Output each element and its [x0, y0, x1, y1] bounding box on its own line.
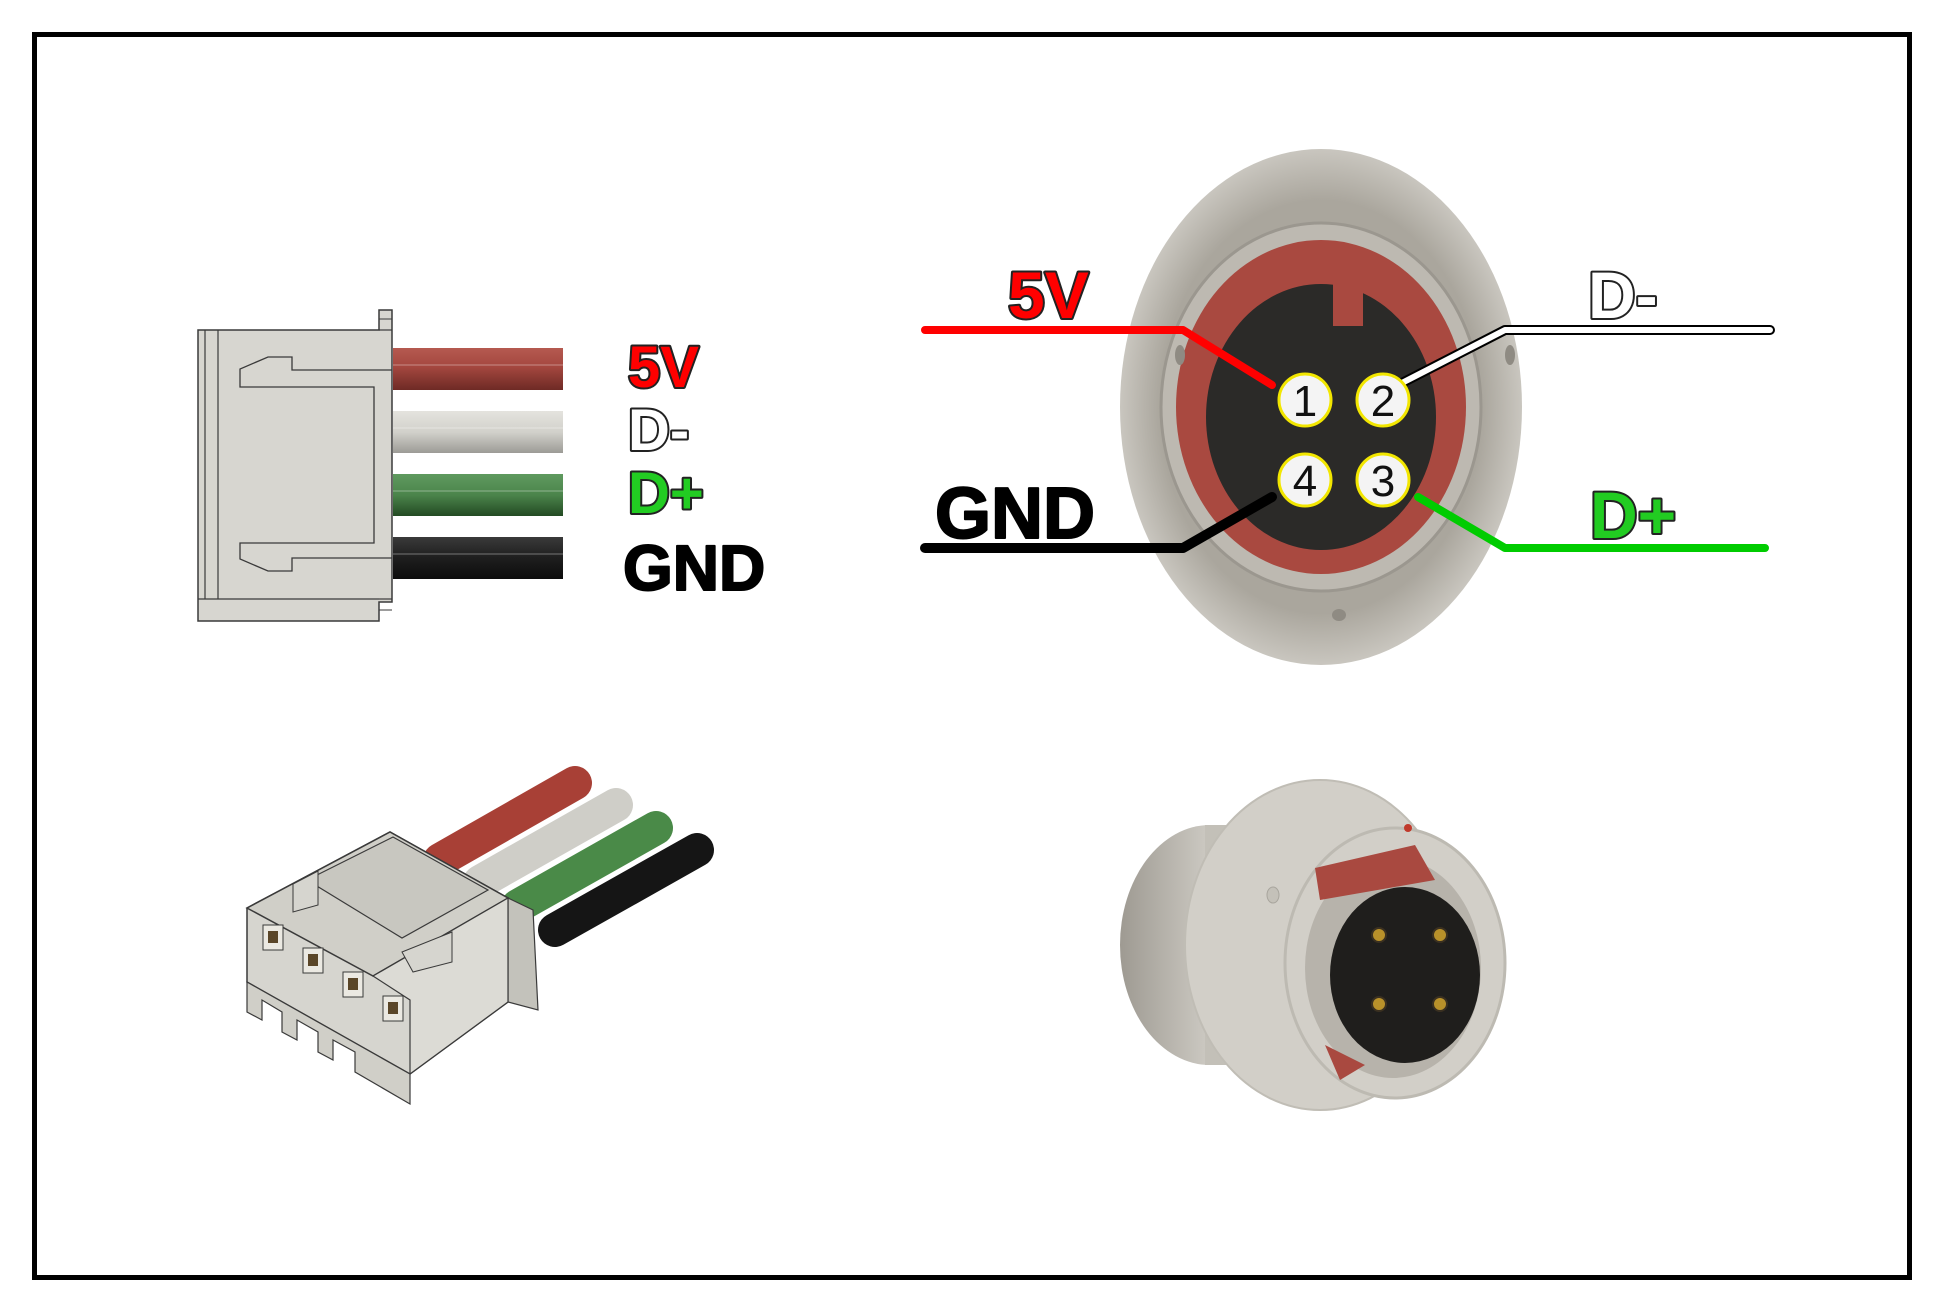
- svg-text:1: 1: [1293, 377, 1317, 426]
- svg-text:2: 2: [1371, 377, 1395, 426]
- leader-line-d-plus: [1414, 493, 1769, 552]
- leader-line-5v: [921, 326, 1276, 389]
- housing-isometric-view: [245, 766, 714, 1106]
- socket-label-gnd: GND: [935, 474, 1095, 554]
- pin-2: 2: [1355, 372, 1411, 428]
- housing-side-view: [197, 309, 563, 622]
- leader-line-gnd: [921, 493, 1276, 552]
- leader-lines: [920, 325, 1775, 553]
- iso-wire-d-plus: [501, 811, 673, 923]
- socket-label-5v: 5V: [1008, 258, 1089, 332]
- svg-text:4: 4: [1293, 457, 1317, 506]
- leader-line-d-minus: [1395, 327, 1773, 388]
- pin-4: 4: [1277, 452, 1333, 508]
- wire-d-plus: [393, 474, 563, 516]
- socket-label-d-minus: D-: [1588, 258, 1658, 332]
- wire-d-minus: [393, 411, 563, 453]
- socket-isometric-view: [1120, 779, 1507, 1111]
- housing-body: [197, 309, 393, 622]
- latch-outline: [239, 356, 392, 572]
- iso-wire-gnd: [538, 833, 714, 947]
- diagram-frame: [32, 32, 1912, 1280]
- side-label-d-plus: D+: [628, 461, 704, 526]
- side-label-5v: 5V: [628, 335, 699, 400]
- pin-3: 3: [1355, 452, 1411, 508]
- side-label-gnd: GND: [623, 532, 765, 604]
- wire-5v: [393, 348, 563, 390]
- svg-text:3: 3: [1371, 457, 1395, 506]
- socket-labels: 5V D- GND D+: [934, 256, 1678, 555]
- wire-gnd: [393, 537, 563, 579]
- iso-wire-d-minus: [463, 788, 633, 899]
- socket-label-d-plus: D+: [1590, 478, 1676, 552]
- side-label-d-minus: D-: [628, 398, 689, 463]
- pin-1: 1: [1277, 372, 1333, 428]
- iso-socket-insert: [1330, 887, 1480, 1063]
- side-view-labels: 5V D- D+ GND: [622, 333, 766, 605]
- iso-wire-5v: [423, 766, 592, 877]
